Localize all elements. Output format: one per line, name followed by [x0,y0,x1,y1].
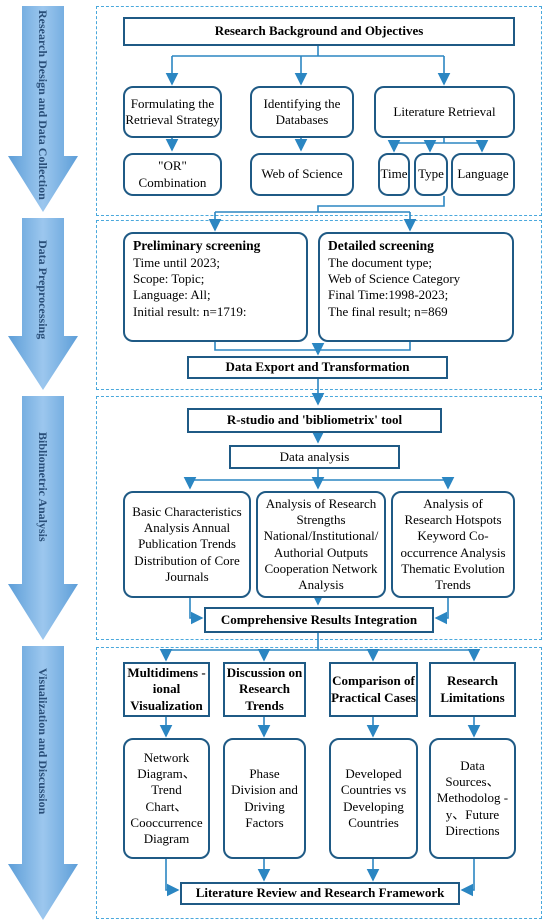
practical-cases-header-box: Comparison of Practical Cases [329,662,418,717]
research-trends-detail-box: Phase Division and Driving Factors [223,738,306,859]
stage-arrow-4 [8,646,78,920]
detailed-line: The final result; n=869 [328,303,448,319]
literature-retrieval-box: Literature Retrieval [374,86,515,138]
data-export-box: Data Export and Transformation [187,356,448,379]
research-hotspots-box: Analysis of Research Hotspots Keyword Co… [391,491,515,598]
data-analysis-box: Data analysis [229,445,400,469]
basic-characteristics-box: Basic Characteristics Analysis Annual Pu… [123,491,251,598]
research-trends-header-box: Discussion on Research Trends [223,662,306,717]
stage-label-3: Bibliometric Analysis [36,432,50,542]
or-combination-box: "OR" Combination [123,153,222,196]
preliminary-line: Time until 2023; [133,254,220,270]
stage-arrow-3 [8,396,78,640]
retrieval-strategy-box: Formulating the Retrieval Strategy [123,86,222,138]
research-strengths-box: Analysis of Research Strengths National/… [256,491,386,598]
detailed-screening-title: Detailed screening [328,238,434,253]
visualization-header-box: Multidimens -ional Visualization [123,662,210,717]
type-box: Type [414,153,448,196]
rstudio-tool-box: R-studio and 'bibliometrix' tool [187,408,442,433]
preliminary-line: Language: All; [133,287,211,303]
practical-cases-detail-box: Developed Countries vs Developing Countr… [329,738,418,859]
stage-label-1: Research Design and Data Collection [36,10,50,200]
detailed-line: Final Time:1998-2023; [328,287,449,303]
panel-stage-2 [96,220,542,390]
visualization-detail-box: Network Diagram、Trend Chart、Cooccurrence… [123,738,210,859]
preliminary-screening-box: Preliminary screening Time until 2023; S… [123,232,308,342]
time-box: Time [378,153,410,196]
results-integration-box: Comprehensive Results Integration [204,607,434,633]
detailed-line: The document type; [328,254,432,270]
language-box: Language [451,153,515,196]
detailed-line: Web of Science Category [328,271,461,287]
detailed-screening-box: Detailed screening The document type; We… [318,232,514,342]
research-limitations-detail-box: Data Sources、Methodolog -y、Future Direct… [429,738,516,859]
research-limitations-header-box: Research Limitations [429,662,516,717]
stage-arrow-1 [8,6,78,212]
preliminary-line: Scope: Topic; [133,271,205,287]
research-background-box: Research Background and Objectives [123,17,515,46]
preliminary-line: Initial result: n=1719: [133,303,247,319]
preliminary-screening-title: Preliminary screening [133,238,261,253]
identify-databases-box: Identifying the Databases [250,86,354,138]
panel-stage-1 [96,6,542,216]
panel-stage-4 [96,647,542,919]
stage-arrow-2 [8,218,78,390]
stage-label-2: Data Preprocessing [36,240,50,340]
web-of-science-box: Web of Science [250,153,354,196]
stage-label-4: Visualization and Discussion [36,668,50,815]
literature-review-box: Literature Review and Research Framework [180,882,460,905]
